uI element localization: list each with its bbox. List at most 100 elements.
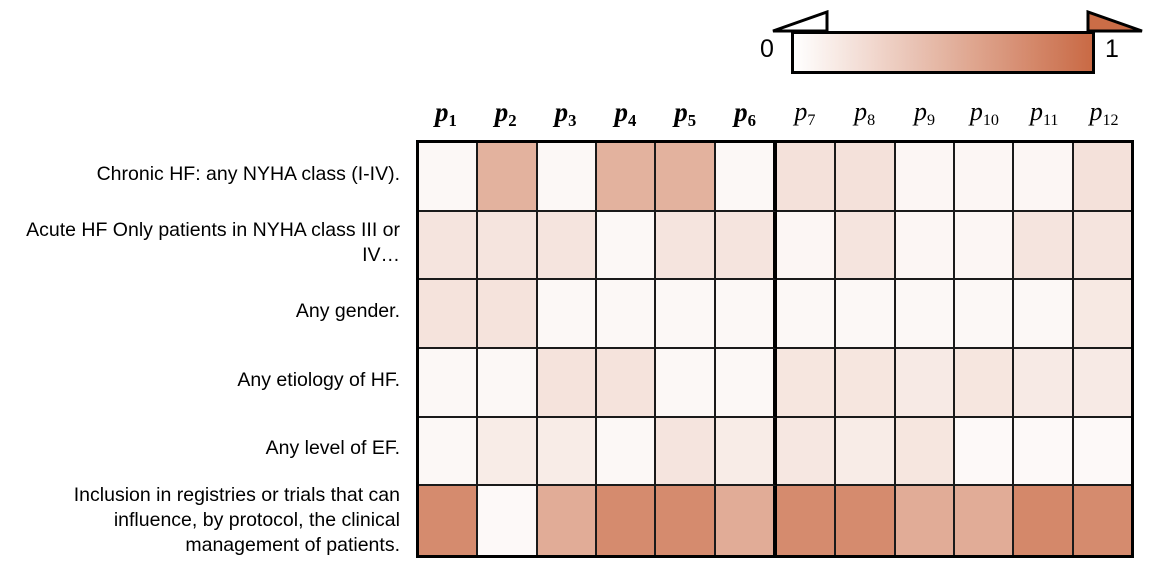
heatmap-cell-r4-p9 bbox=[895, 349, 955, 418]
row-label-text: Any gender. bbox=[295, 299, 400, 322]
heatmap-cell-r5-p1 bbox=[419, 417, 479, 487]
heatmap-cell-r1-p2 bbox=[478, 143, 538, 212]
row-label-text: Chronic HF: any NYHA class (I-IV). bbox=[96, 162, 400, 185]
row-label-text: Inclusion in registries or trials that c… bbox=[73, 483, 400, 556]
heatmap-cell-r4-p5 bbox=[656, 349, 716, 418]
heatmap-cell-r4-p7 bbox=[776, 349, 837, 418]
heatmap-cell-r5-p5 bbox=[656, 417, 716, 487]
heatmap-cell-r6-p10 bbox=[954, 486, 1015, 556]
heatmap-cell-r2-p6 bbox=[715, 211, 777, 281]
heatmap-cell-r5-p10 bbox=[954, 417, 1015, 487]
heatmap-cell-r6-p2 bbox=[478, 486, 538, 556]
column-header-p1: p1 bbox=[434, 97, 457, 130]
colorbar-min-label: 0 bbox=[760, 35, 774, 63]
heatmap-cell-r2-p11 bbox=[1014, 211, 1074, 281]
heatmap-row bbox=[419, 349, 1131, 418]
heatmap-cell-r2-p7 bbox=[776, 211, 837, 281]
heatmap-cell-r4-p8 bbox=[836, 349, 896, 418]
row-label-2: Acute HF Only patients in NYHA class III… bbox=[8, 209, 408, 278]
heatmap-cell-r5-p12 bbox=[1073, 417, 1131, 487]
heatmap-cell-r3-p9 bbox=[895, 280, 955, 350]
column-header-p12: p12 bbox=[1089, 97, 1119, 129]
heatmap-cell-r2-p3 bbox=[537, 211, 597, 281]
heatmap-cell-r4-p1 bbox=[419, 349, 479, 418]
colorbar-gradient bbox=[794, 34, 1092, 71]
heatmap-cell-r4-p6 bbox=[715, 349, 777, 418]
heatmap-row bbox=[419, 143, 1131, 212]
column-header-p8: p8 bbox=[854, 97, 876, 129]
heatmap-cell-r6-p4 bbox=[596, 486, 657, 556]
heatmap-cell-r1-p12 bbox=[1073, 143, 1131, 212]
heatmap-cell-r6-p11 bbox=[1014, 486, 1074, 556]
heatmap-cell-r6-p3 bbox=[537, 486, 597, 556]
row-label-5: Any level of EF. bbox=[8, 414, 408, 483]
column-header-p4: p4 bbox=[614, 97, 637, 130]
heatmap-cell-r5-p9 bbox=[895, 417, 955, 487]
column-header-p6: p6 bbox=[734, 97, 756, 130]
row-label-3: Any gender. bbox=[8, 277, 408, 346]
row-label-text: Any level of EF. bbox=[265, 437, 400, 460]
heatmap-cell-r6-p8 bbox=[836, 486, 896, 556]
heatmap-cell-r3-p11 bbox=[1014, 280, 1074, 350]
heatmap-cell-r5-p4 bbox=[596, 417, 657, 487]
colorbar-arrow-high-icon bbox=[1086, 10, 1143, 33]
column-header-p3: p3 bbox=[554, 97, 577, 130]
heatmap-cell-r3-p5 bbox=[656, 280, 716, 350]
heatmap-cell-r1-p9 bbox=[895, 143, 955, 212]
heatmap-cell-r1-p11 bbox=[1014, 143, 1074, 212]
row-label-text: Any etiology of HF. bbox=[237, 368, 400, 391]
column-header-p5: p5 bbox=[674, 97, 697, 130]
heatmap-cell-r1-p10 bbox=[954, 143, 1015, 212]
heatmap-cell-r4-p10 bbox=[954, 349, 1015, 418]
heatmap-cell-r2-p12 bbox=[1073, 211, 1131, 281]
heatmap-cell-r6-p12 bbox=[1073, 486, 1131, 556]
heatmap-cell-r2-p4 bbox=[596, 211, 657, 281]
colorbar-max-label: 1 bbox=[1105, 35, 1119, 63]
heatmap-cell-r4-p2 bbox=[478, 349, 538, 418]
column-header-p7: p7 bbox=[794, 97, 816, 129]
heatmap-grid bbox=[416, 140, 1134, 558]
heatmap-cell-r5-p7 bbox=[776, 417, 837, 487]
heatmap-cell-r3-p3 bbox=[537, 280, 597, 350]
heatmap-cell-r2-p1 bbox=[419, 211, 479, 281]
heatmap-cell-r1-p6 bbox=[715, 143, 777, 212]
heatmap-cell-r5-p8 bbox=[836, 417, 896, 487]
row-label-6: Inclusion in registries or trials that c… bbox=[8, 483, 408, 558]
heatmap-cell-r1-p3 bbox=[537, 143, 597, 212]
heatmap-cell-r1-p5 bbox=[656, 143, 716, 212]
heatmap-cell-r3-p4 bbox=[596, 280, 657, 350]
heatmap-cell-r1-p7 bbox=[776, 143, 837, 212]
heatmap-cell-r6-p7 bbox=[776, 486, 837, 556]
heatmap-cell-r5-p6 bbox=[715, 417, 777, 487]
heatmap-cell-r3-p6 bbox=[715, 280, 777, 350]
heatmap-cell-r1-p8 bbox=[836, 143, 896, 212]
heatmap-cell-r4-p4 bbox=[596, 349, 657, 418]
heatmap-cell-r2-p5 bbox=[656, 211, 716, 281]
heatmap-cell-r4-p12 bbox=[1073, 349, 1131, 418]
column-header-p2: p2 bbox=[494, 97, 517, 130]
heatmap-row bbox=[419, 417, 1131, 487]
heatmap-cell-r4-p3 bbox=[537, 349, 597, 418]
heatmap-cell-r1-p4 bbox=[596, 143, 657, 212]
heatmap-cell-r1-p1 bbox=[419, 143, 479, 212]
heatmap-row bbox=[419, 211, 1131, 281]
heatmap-cell-r2-p9 bbox=[895, 211, 955, 281]
heatmap-cell-r3-p10 bbox=[954, 280, 1015, 350]
row-label-1: Chronic HF: any NYHA class (I-IV). bbox=[8, 140, 408, 209]
heatmap-cell-r6-p1 bbox=[419, 486, 479, 556]
heatmap-cell-r3-p7 bbox=[776, 280, 837, 350]
heatmap-cell-r5-p11 bbox=[1014, 417, 1074, 487]
heatmap-cell-r6-p5 bbox=[656, 486, 716, 556]
colorbar-legend: 0 1 bbox=[760, 8, 1152, 80]
colorbar-scale bbox=[791, 31, 1095, 74]
heatmap-cell-r6-p6 bbox=[715, 486, 777, 556]
heatmap-cell-r2-p10 bbox=[954, 211, 1015, 281]
heatmap-cell-r3-p8 bbox=[836, 280, 896, 350]
heatmap-cell-r2-p2 bbox=[478, 211, 538, 281]
column-header-p9: p9 bbox=[914, 97, 936, 129]
row-label-4: Any etiology of HF. bbox=[8, 346, 408, 415]
heatmap-cell-r5-p2 bbox=[478, 417, 538, 487]
heatmap-cell-r3-p2 bbox=[478, 280, 538, 350]
